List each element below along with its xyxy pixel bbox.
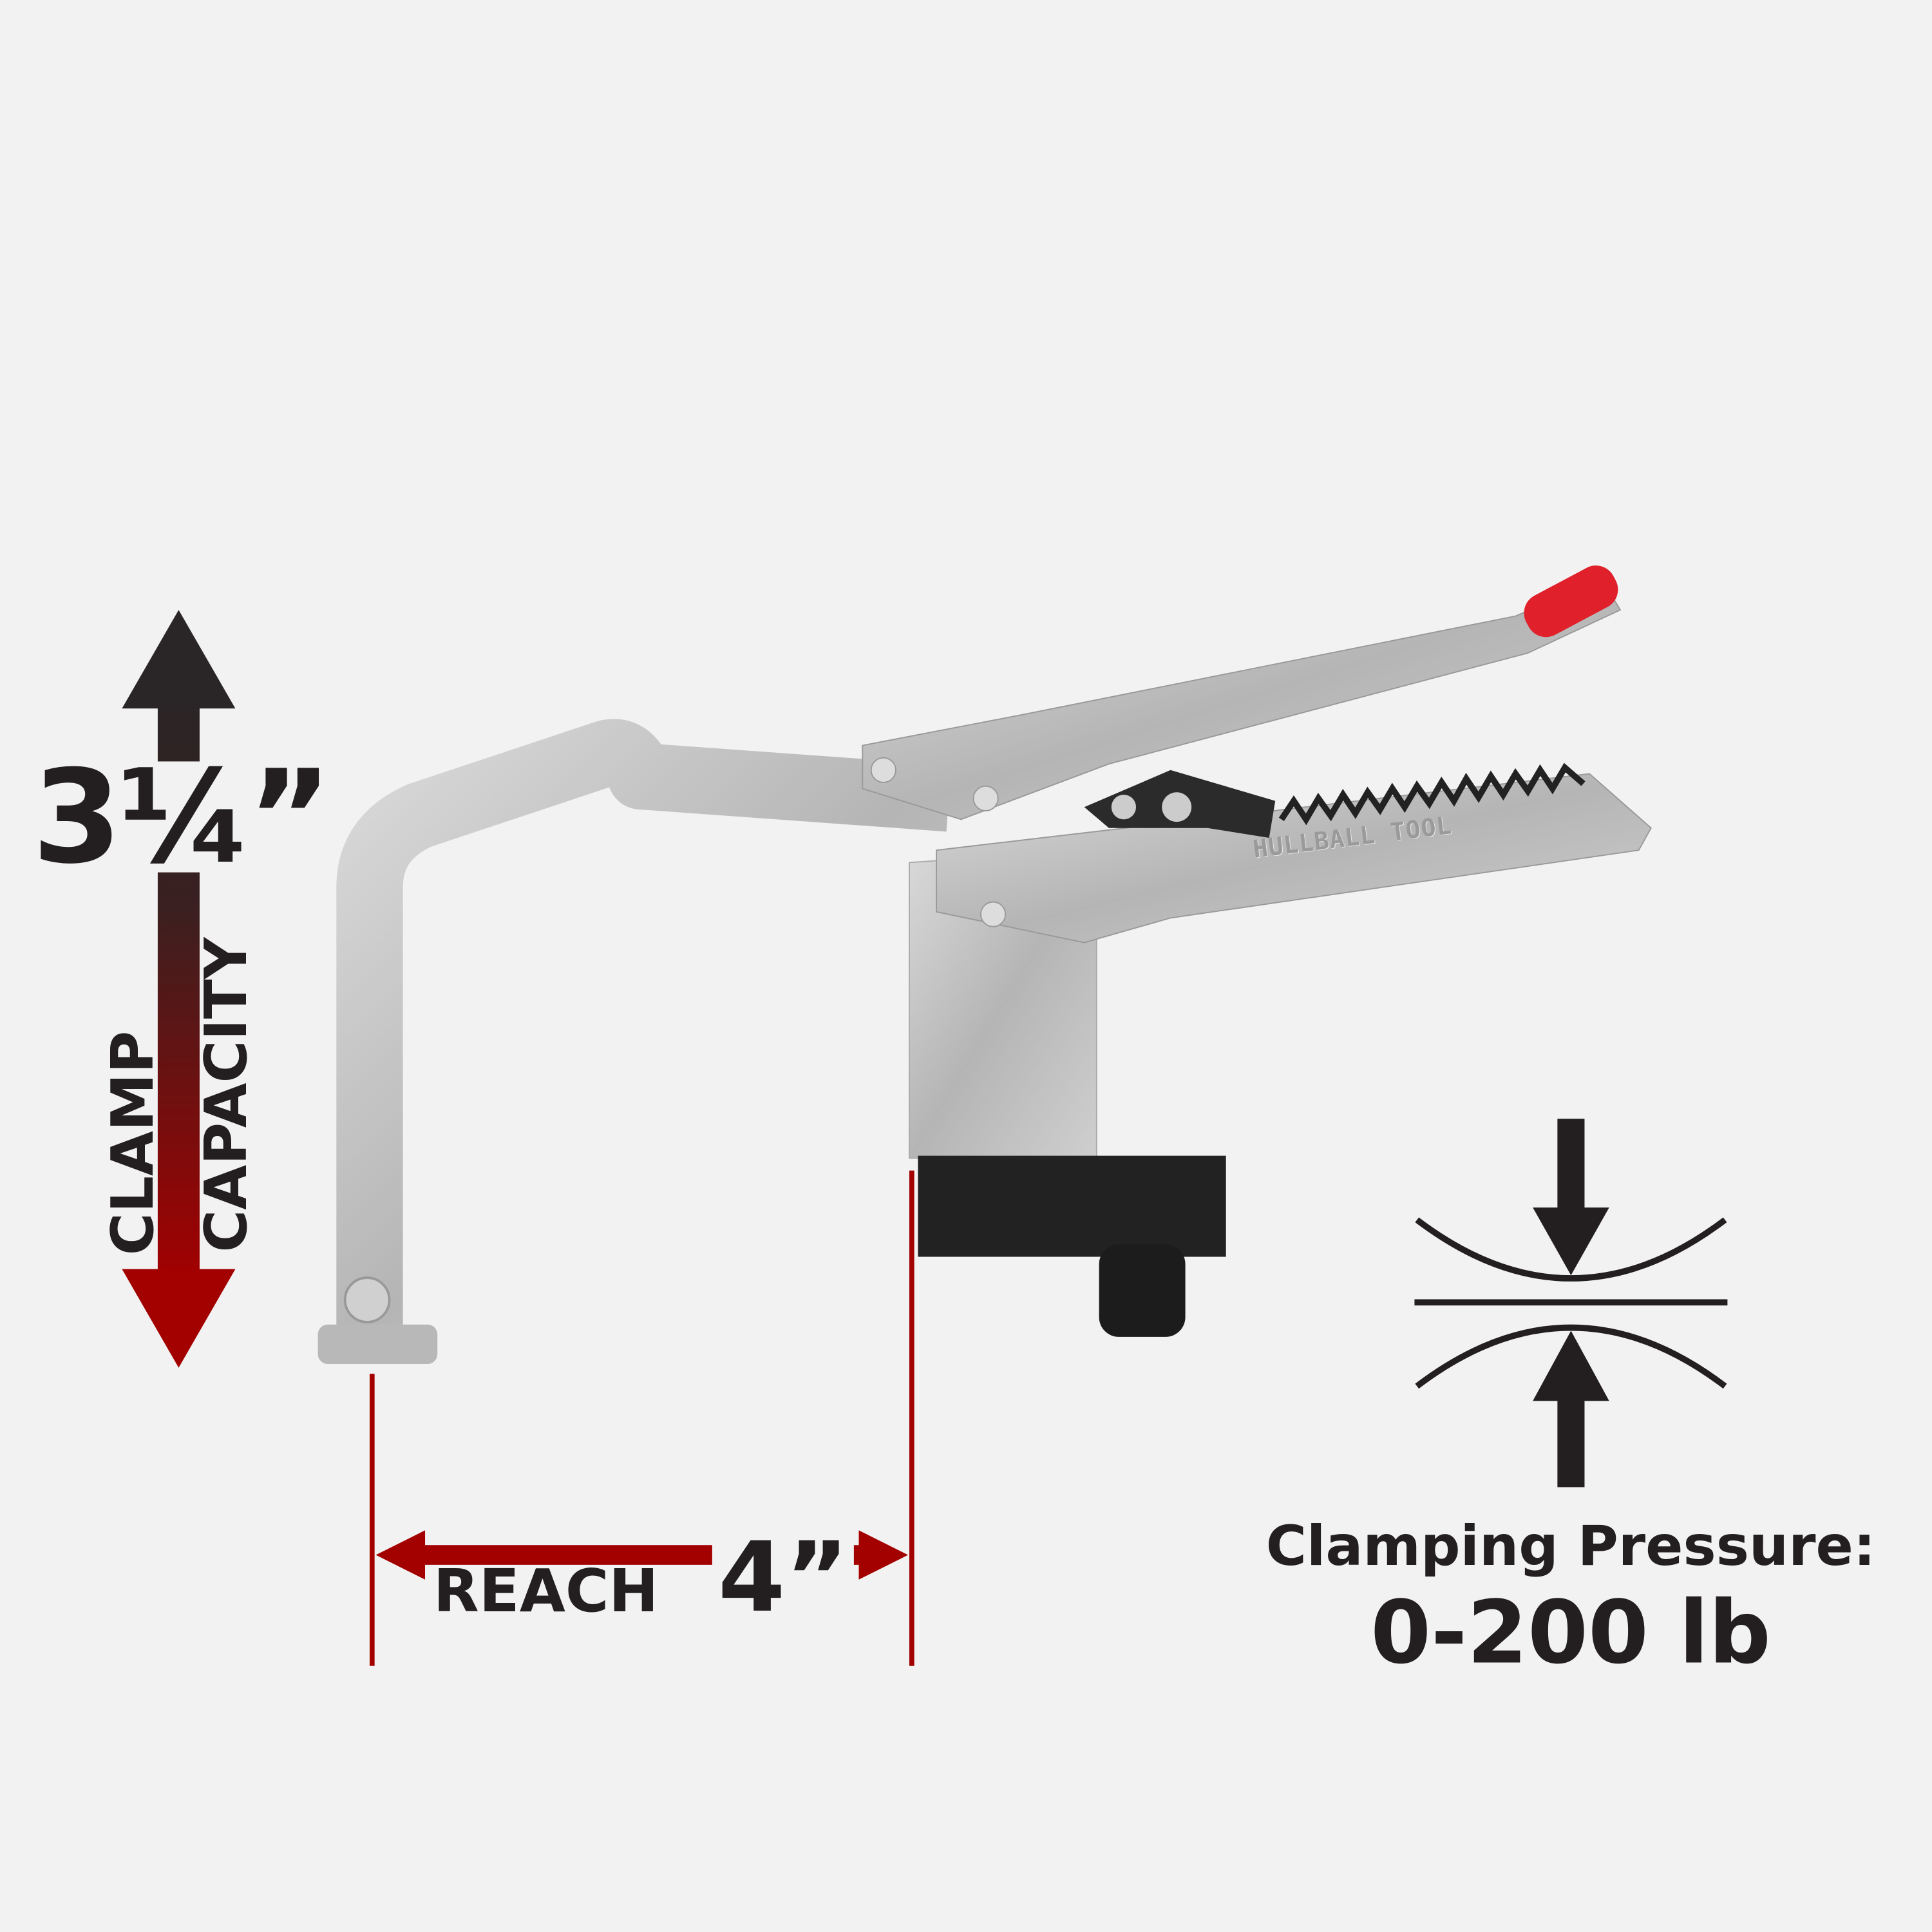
clamping-pressure-label: Clamping Pressure: (1265, 1514, 1876, 1578)
reach-value: 4” (718, 1522, 849, 1634)
clamp-capacity-value: 3¼” (32, 743, 332, 893)
clamp-capacity-label-line2: CAPACITY (193, 937, 260, 1253)
clamping-pressure-value: 0-200 lb (1370, 1582, 1771, 1683)
clamp-capacity-label-line1: CLAMP (99, 1030, 167, 1256)
reach-label: REACH (433, 1557, 659, 1625)
reach-arrow (369, 1170, 914, 1666)
compression-icon (1414, 1119, 1728, 1488)
clamp-tool (317, 565, 1652, 1364)
clamp-capacity-arrow (122, 610, 247, 1368)
